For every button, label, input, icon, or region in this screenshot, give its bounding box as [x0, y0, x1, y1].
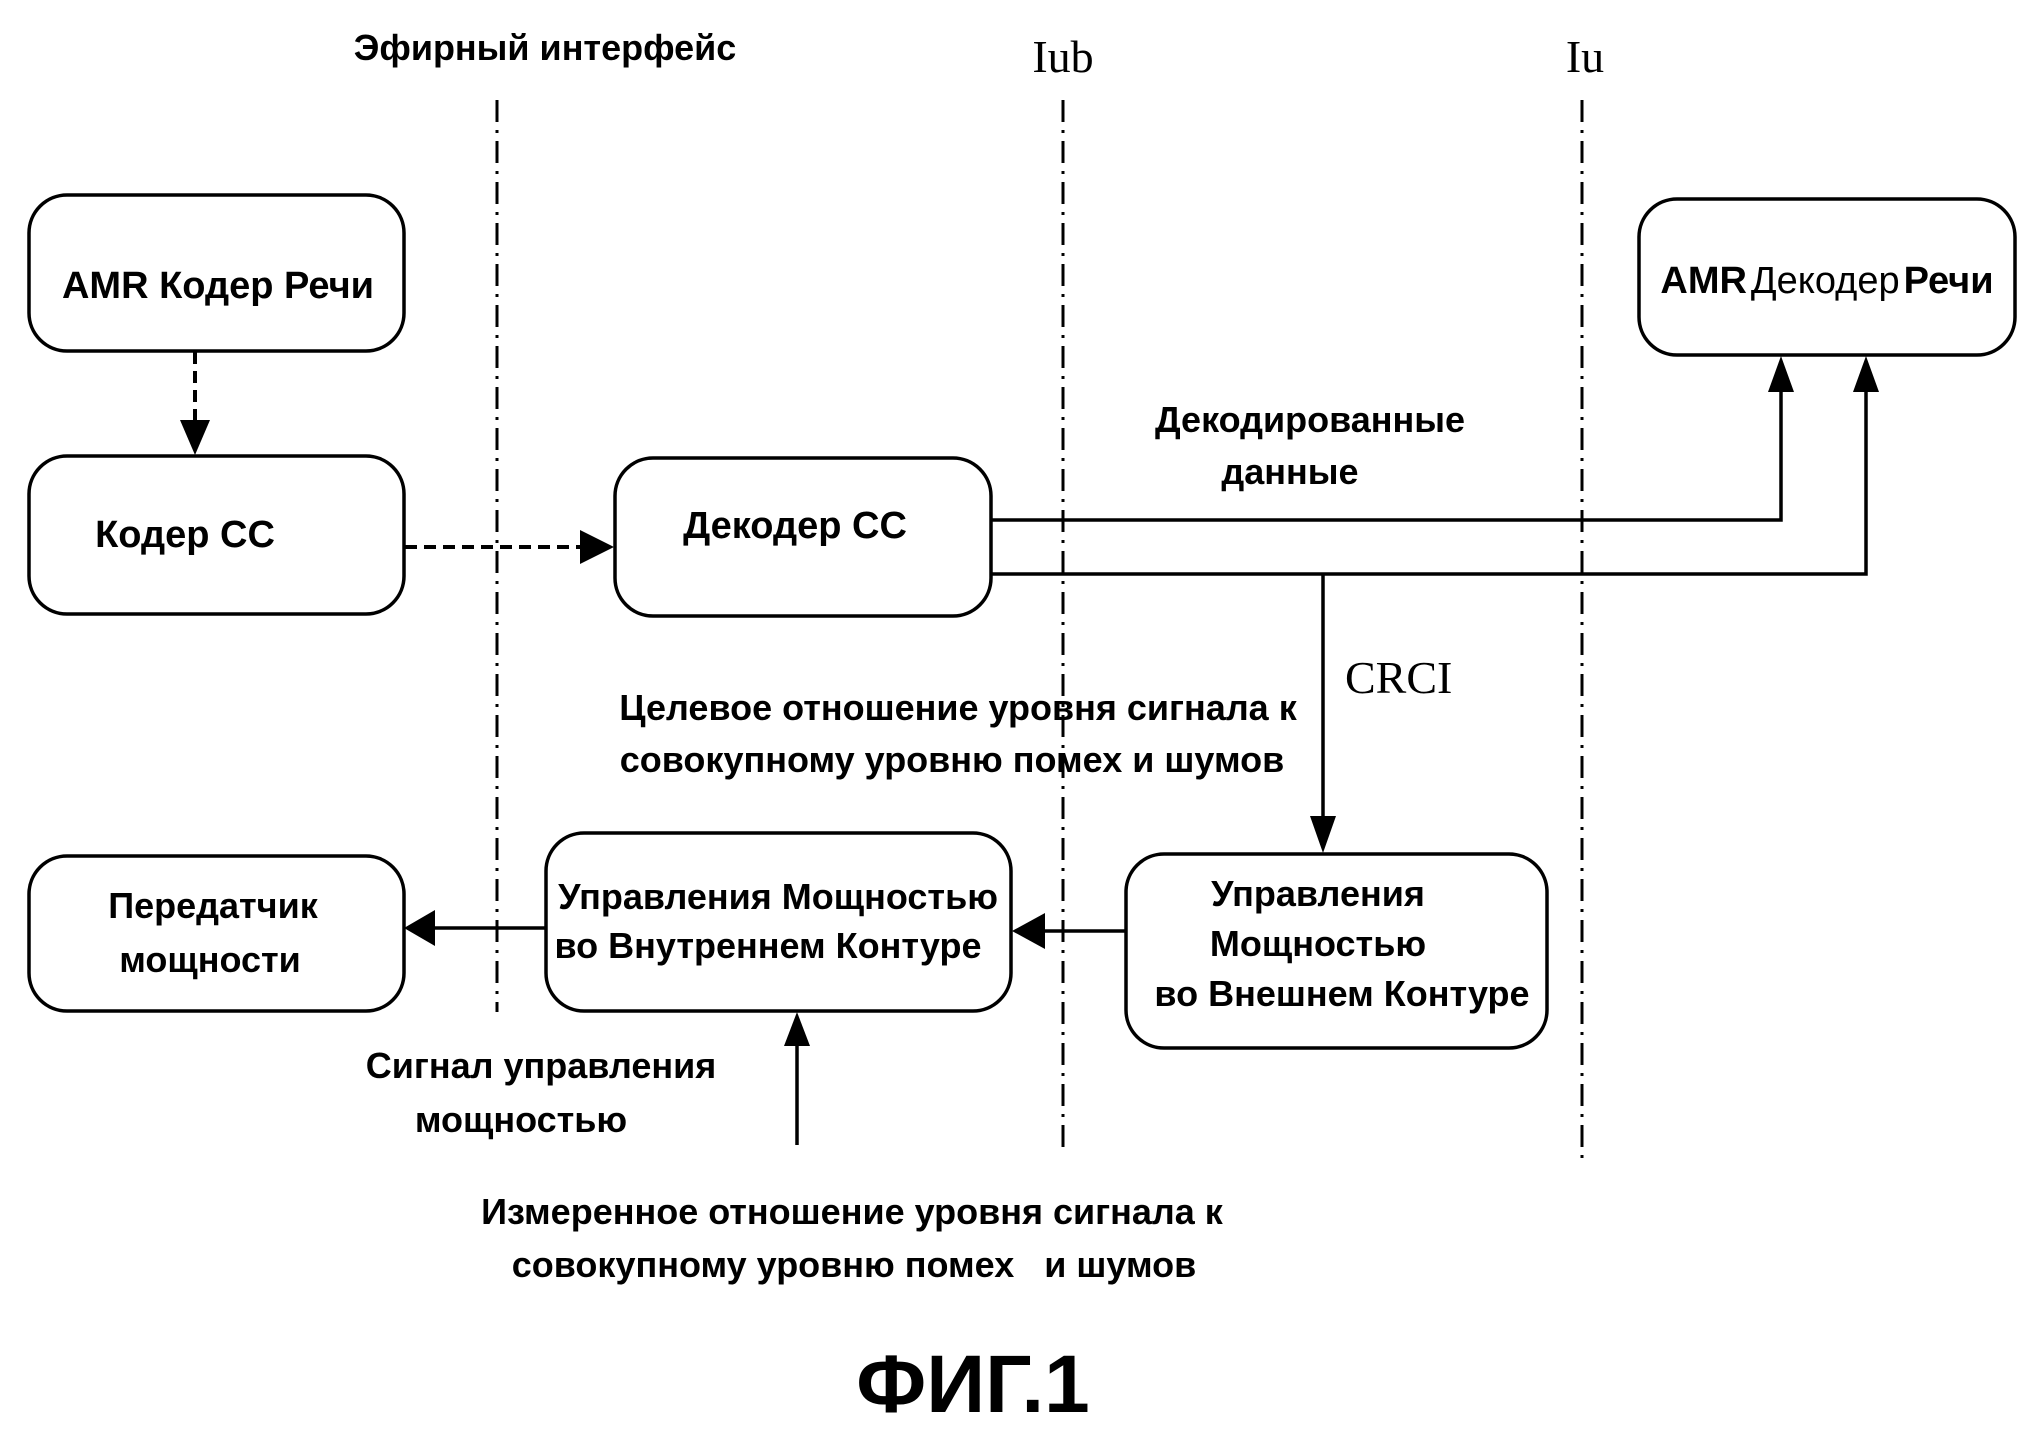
target-sir-label-line1: Целевое отношение уровня сигнала к	[619, 687, 1297, 728]
target-sir-label-line2: совокупному уровню помех и шумов	[620, 739, 1284, 780]
outer-loop-label-line1: Управления	[1211, 873, 1425, 914]
arrowhead-down-icon	[1310, 816, 1336, 853]
amr-decoder-block: AMR Декодер Речи	[1637, 197, 2017, 357]
amr-decoder-label-part1: AMR	[1660, 260, 1747, 302]
inner-loop-label-line2: во Внутреннем Контуре	[555, 925, 982, 966]
crci-label: CRCI	[1345, 652, 1452, 703]
arrowhead-left-icon	[404, 910, 435, 946]
power-transmitter-block: Передатчик мощности	[27, 854, 406, 1013]
inner-loop-power-control-block: Управления Мощностью во Внутреннем Конту…	[544, 831, 1013, 1013]
iub-label: Iub	[1032, 31, 1093, 82]
outer-loop-power-control-block: Управления Мощностью во Внешнем Контуре	[1124, 852, 1549, 1050]
amr-encoder-block: AMR Кодер Речи	[27, 193, 406, 353]
decoded-data-label-line1: Декодированные	[1155, 399, 1465, 440]
decoded-data-label-line2: данные	[1221, 451, 1358, 492]
arrowhead-up-icon	[1768, 356, 1794, 392]
arrowhead-up-icon	[784, 1012, 810, 1046]
decoded-data-line-1	[992, 388, 1783, 522]
transmitter-label-line1: Передатчик	[108, 885, 318, 926]
cc-decoder-label: Декодер CC	[683, 505, 907, 547]
power-control-signal-label-line1: Сигнал управления	[366, 1045, 717, 1086]
amr-decoder-label-part3: Речи	[1904, 260, 1994, 302]
measured-sir-label-line2: совокупному уровню помех и шумов	[512, 1244, 1196, 1285]
cc-encoder-label: Кодер CC	[95, 514, 275, 556]
measured-sir-label-line1: Измеренное отношение уровня сигнала к	[481, 1191, 1224, 1232]
outer-loop-label-line3: во Внешнем Контуре	[1154, 973, 1529, 1014]
amr-decoder-label: AMR Декодер Речи	[1660, 260, 1993, 302]
figure-caption: ФИГ.1	[856, 1339, 1090, 1430]
arrowhead-up-icon	[1853, 356, 1879, 392]
iu-label: Iu	[1566, 31, 1604, 82]
transmitter-label-line2: мощности	[119, 939, 301, 980]
inner-loop-label-line1: Управления Мощностью	[558, 876, 998, 917]
air-interface-label: Эфирный интерфейс	[354, 27, 737, 68]
cc-decoder-block: Декодер CC	[613, 456, 993, 618]
arrowhead-right-icon	[580, 530, 614, 564]
power-control-signal-label-line2: мощностью	[415, 1099, 627, 1140]
amr-encoder-label: AMR Кодер Речи	[62, 265, 374, 307]
arrowhead-down-icon	[180, 420, 210, 455]
outer-loop-label-line2: Мощностью	[1210, 923, 1426, 964]
amr-decoder-label-part2: Декодер	[1751, 260, 1900, 302]
cc-encoder-block: Кодер CC	[27, 454, 406, 616]
decoded-data-line-2	[992, 388, 1868, 576]
arrowhead-left-icon	[1012, 913, 1045, 949]
